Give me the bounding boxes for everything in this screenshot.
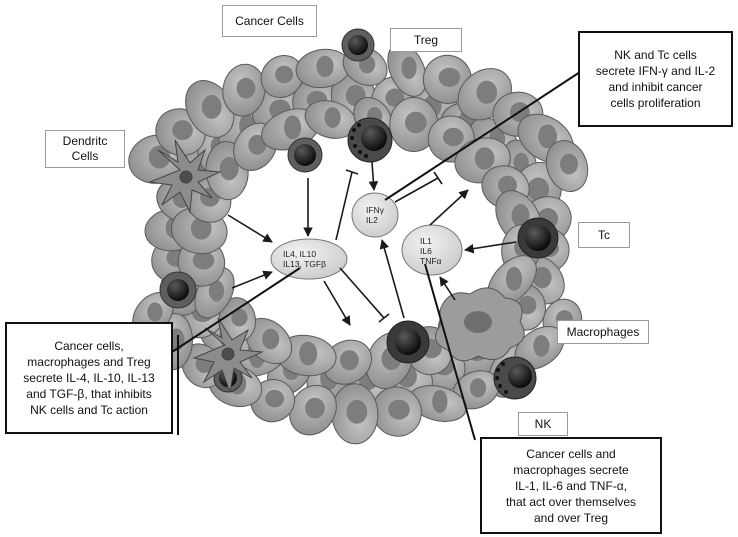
- label-nk: NK: [518, 412, 568, 436]
- nk-cell-bottom: [493, 356, 537, 400]
- cancer-cell-nucleus: [316, 55, 334, 78]
- callout-leaders: [171, 71, 581, 441]
- cancer-cell-nucleus: [219, 157, 239, 181]
- cancer-cell-nucleus: [532, 266, 552, 289]
- cancer-cell-nucleus: [346, 399, 368, 424]
- cancer-cell-nucleus: [299, 341, 318, 366]
- label-tc: Tc: [578, 222, 630, 248]
- cytokines-center-text: IFNγ IL2: [366, 205, 384, 225]
- treg-cell-left: [159, 271, 197, 309]
- cytokine-bubble-center: [351, 192, 399, 238]
- callout-nk-tc: NK and Tc cells secrete IFN-γ and IL-2 a…: [578, 31, 733, 127]
- tc-cell-right: [517, 217, 559, 259]
- cytokines-right-text: IL1 IL6 TNFα: [420, 236, 442, 266]
- cancer-cell-nucleus: [201, 94, 222, 119]
- cancer-cell-nucleus: [305, 397, 325, 419]
- tc-cell-bottom: [386, 320, 430, 364]
- cancer-cell-nucleus: [339, 350, 359, 371]
- signal-arrows: [227, 161, 517, 326]
- cancer-cell-nucleus: [324, 107, 341, 128]
- inhibition-lines: [335, 169, 443, 323]
- label-dendritic-cells: Dendritc Cells: [45, 130, 125, 168]
- cancer-cell-nucleus: [208, 279, 225, 302]
- cancer-cell-nucleus: [405, 111, 427, 134]
- cancer-cell-nucleus: [275, 65, 294, 84]
- cancer-cell-nucleus: [172, 120, 193, 141]
- treg-cell-inner: [287, 137, 323, 173]
- cancer-cell-nucleus: [498, 175, 517, 195]
- cancer-cell-nucleus: [265, 389, 285, 408]
- cancer-cell-nucleus: [533, 335, 550, 357]
- cancer-cell-nucleus: [505, 266, 523, 291]
- dendritic-cell-top: [148, 139, 222, 214]
- cancer-cell-nucleus: [236, 77, 256, 99]
- cytokine-bubble-right: [401, 224, 463, 276]
- cancer-cell-nucleus: [438, 67, 461, 87]
- cancer-cell-nucleus: [401, 56, 417, 80]
- cancer-cell-nucleus: [527, 177, 550, 202]
- dendritic-cell-bottom: [192, 317, 264, 394]
- macrophage-cell: [435, 287, 525, 362]
- cancer-cell-nucleus: [192, 251, 215, 270]
- cancer-cell-nucleus: [262, 328, 280, 350]
- cancer-cell-nucleus: [388, 399, 410, 420]
- nk-cell-top: [347, 117, 393, 163]
- cancer-cell-nucleus: [284, 115, 302, 140]
- cancer-cell-nucleus: [190, 217, 212, 240]
- callout-cancer-macrophages-treg: Cancer cells, macrophages and Treg secre…: [5, 322, 173, 434]
- cancer-cell-nucleus: [148, 145, 171, 169]
- cytokine-bubble-left: [270, 238, 348, 280]
- cancer-cell-nucleus: [474, 147, 495, 170]
- cancer-cell-nucleus: [511, 204, 530, 228]
- label-treg: Treg: [390, 28, 462, 52]
- cancer-cell-nucleus: [248, 134, 267, 155]
- cytokines-left-text: IL4, IL10 IL13, TGFβ: [283, 249, 326, 269]
- label-cancer-cells: Cancer Cells: [222, 5, 317, 37]
- treg-cell-top: [341, 28, 375, 62]
- callout-cancer-macrophages: Cancer cells and macrophages secrete IL-…: [480, 437, 662, 534]
- cancer-cell-nucleus: [476, 80, 498, 104]
- cancer-cell-nucleus: [560, 153, 579, 175]
- label-macrophages: Macrophages: [557, 320, 649, 344]
- cancer-cell-nucleus: [469, 378, 487, 398]
- cancer-cell-nucleus: [147, 302, 163, 322]
- cancer-cell-nucleus: [432, 389, 448, 414]
- cancer-cell-nucleus: [231, 308, 248, 327]
- cancer-cell-nucleus: [442, 127, 464, 147]
- cancer-cell-nucleus: [538, 124, 558, 149]
- cancer-cell-nucleus: [518, 295, 537, 315]
